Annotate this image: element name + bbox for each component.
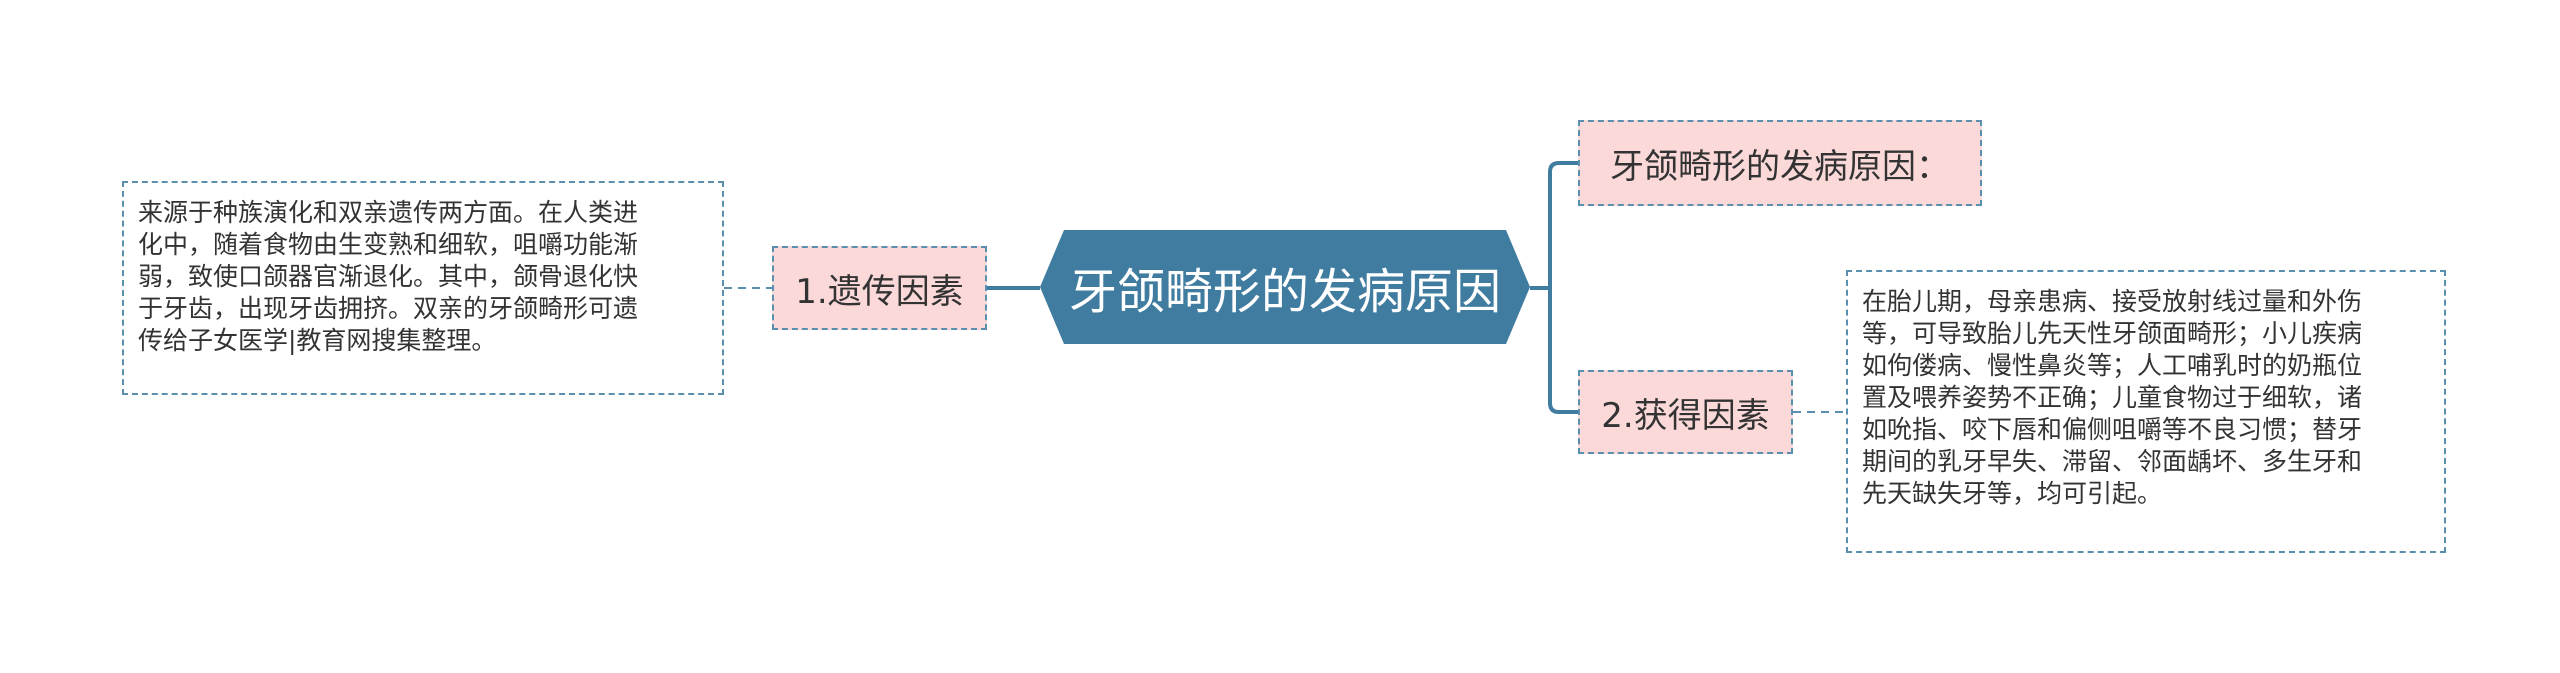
- genetic-detail-line: 化中，随着食物由生变熟和细软，咀嚼功能渐: [138, 230, 639, 259]
- branch-acquired-label: 2.获得因素: [1601, 395, 1770, 436]
- central-topic[interactable]: 牙颌畸形的发病原因: [1040, 230, 1530, 344]
- acquired-detail-line: 期间的乳牙早失、滞留、邻面龋坏、多生牙和: [1862, 447, 2363, 476]
- acquired-detail-line: 在胎儿期，母亲患病、接受放射线过量和外伤: [1862, 287, 2363, 316]
- genetic-detail-line: 弱，致使口颌器官渐退化。其中，颌骨退化快: [138, 262, 639, 291]
- genetic-detail-line: 来源于种族演化和双亲遗传两方面。在人类进: [138, 198, 639, 227]
- branch-genetic-factors[interactable]: 1.遗传因素: [772, 246, 987, 330]
- genetic-detail-note[interactable]: 来源于种族演化和双亲遗传两方面。在人类进 化中，随着食物由生变熟和细软，咀嚼功能…: [122, 181, 724, 395]
- central-topic-label: 牙颌畸形的发病原因: [1068, 264, 1501, 320]
- branch-acquired-factors[interactable]: 2.获得因素: [1578, 370, 1793, 454]
- link-trunk-acquired: [1548, 288, 1578, 414]
- genetic-detail-line: 传给子女医学|教育网搜集整理。: [138, 326, 497, 355]
- acquired-detail-line: 如吮指、咬下唇和偏侧咀嚼等不良习惯；替牙: [1862, 415, 2363, 444]
- acquired-detail-line: 先天缺失牙等，均可引起。: [1862, 479, 2163, 508]
- acquired-detail-line: 如佝偻病、慢性鼻炎等；人工哺乳时的奶瓶位: [1862, 351, 2363, 380]
- acquired-detail-line: 等，可导致胎儿先天性牙颌面畸形；小儿疾病: [1862, 319, 2363, 348]
- branch-genetic-label: 1.遗传因素: [795, 271, 964, 312]
- branch-cause-heading[interactable]: 牙颌畸形的发病原因：: [1578, 120, 1982, 206]
- genetic-detail-line: 于牙齿，出现牙齿拥挤。双亲的牙颌畸形可遗: [138, 294, 639, 323]
- acquired-detail-line: 置及喂养姿势不正确；儿童食物过于细软，诸: [1862, 383, 2363, 412]
- acquired-detail-note[interactable]: 在胎儿期，母亲患病、接受放射线过量和外伤 等，可导致胎儿先天性牙颌面畸形；小儿疾…: [1846, 270, 2446, 553]
- branch-cause-label: 牙颌畸形的发病原因：: [1610, 146, 1950, 187]
- link-trunk-cause: [1548, 161, 1578, 288]
